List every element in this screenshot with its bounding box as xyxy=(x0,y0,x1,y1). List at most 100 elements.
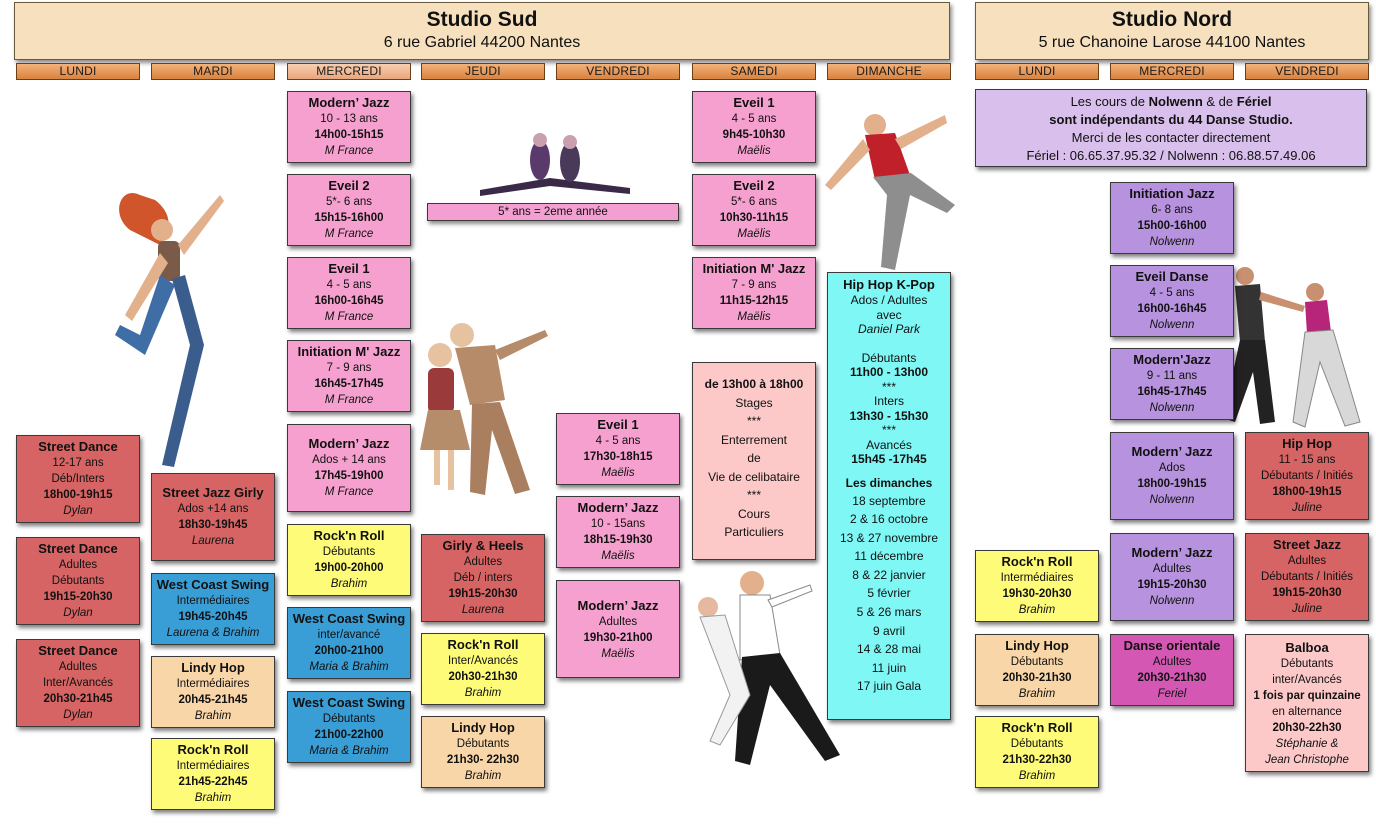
course-teacher: Laurena xyxy=(191,535,235,547)
course-card-jeudi-2[interactable]: Rock'n Roll Inter/Avancés 20h30-21h30 Br… xyxy=(421,633,545,705)
course-teacher: Nolwenn xyxy=(1149,236,1195,248)
time-avances: 15h45 -17h45 xyxy=(851,452,927,466)
course-title: Lindy Hop xyxy=(1005,638,1069,653)
course-age: Adultes xyxy=(598,616,638,628)
nord-course-card-mercredi-3[interactable]: Modern'Jazz 9 - 11 ans 16h45-17h45 Nolwe… xyxy=(1110,348,1234,420)
course-title: Hip Hop K-Pop xyxy=(843,277,935,292)
course-title: Hip Hop xyxy=(1282,436,1332,451)
course-card-lundi-3[interactable]: Street Dance Adultes Inter/Avancés 20h30… xyxy=(16,639,140,727)
course-level: Déb/Inters xyxy=(51,473,105,485)
course-age: 6- 8 ans xyxy=(1151,204,1193,216)
nord-course-card-mercredi-2[interactable]: Eveil Danse 4 - 5 ans 16h00-16h45 Nolwen… xyxy=(1110,265,1234,337)
notice-contact: Merci de les contacter directement xyxy=(1071,130,1271,145)
nord-course-card-lundi-1[interactable]: Rock'n Roll Intermédiaires 19h30-20h30 B… xyxy=(975,550,1099,622)
course-card-mercredi-1[interactable]: Modern’ Jazz 10 - 13 ans 14h00-15h15 M F… xyxy=(287,91,411,163)
course-card-mercredi-2[interactable]: Eveil 2 5*- 6 ans 15h15-16h00 M France xyxy=(287,174,411,246)
course-card-mardi-3[interactable]: Lindy Hop Intermédiaires 20h45-21h45 Bra… xyxy=(151,656,275,728)
course-title: Street Dance xyxy=(38,439,118,454)
nord-course-card-mercredi-5[interactable]: Modern’ Jazz Adultes 19h15-20h30 Nolwenn xyxy=(1110,533,1234,621)
day-header-lundi: LUNDI xyxy=(16,63,140,80)
course-title: Rock'n Roll xyxy=(1001,554,1073,569)
level-avances: Avancés xyxy=(866,437,912,452)
course-age: Ados + 14 ans xyxy=(312,454,386,466)
course-title: Modern’ Jazz xyxy=(308,95,390,110)
course-age: Adultes xyxy=(58,661,98,673)
nord-course-card-vendredi-2[interactable]: Street Jazz Adultes Débutants / Initiés … xyxy=(1245,533,1369,621)
course-card-mercredi-6[interactable]: Rock'n Roll Débutants 19h00-20h00 Brahim xyxy=(287,524,411,596)
course-level: Intermédiaires xyxy=(176,678,250,690)
course-age: 7 - 9 ans xyxy=(731,279,777,291)
course-level: Débutants xyxy=(1010,656,1064,668)
course-time: 18h15-19h30 xyxy=(583,534,653,546)
studio-sud-address: 6 rue Gabriel 44200 Nantes xyxy=(383,34,581,51)
nord-course-card-mercredi-1[interactable]: Initiation Jazz 6- 8 ans 15h00-16h00 Nol… xyxy=(1110,182,1234,254)
course-card-samedi-3[interactable]: Initiation M' Jazz 7 - 9 ans 11h15-12h15… xyxy=(692,257,816,329)
nord-course-card-lundi-3[interactable]: Rock'n Roll Débutants 21h30-22h30 Brahim xyxy=(975,716,1099,788)
course-card-mercredi-7[interactable]: West Coast Swing inter/avancé 20h00-21h0… xyxy=(287,607,411,679)
course-time: 17h45-19h00 xyxy=(314,470,384,482)
course-time: 14h00-15h15 xyxy=(314,129,384,141)
course-teacher: Brahim xyxy=(464,687,502,699)
course-card-samedi-2[interactable]: Eveil 2 5*- 6 ans 10h30-11h15 Maëlis xyxy=(692,174,816,246)
course-time: 20h00-21h00 xyxy=(314,645,384,657)
course-card-lundi-2[interactable]: Street Dance Adultes Débutants 19h15-20h… xyxy=(16,537,140,625)
swing-dancers-image xyxy=(420,323,548,495)
notice-phones: Fériel : 06.65.37.95.32 / Nolwenn : 06.8… xyxy=(1026,148,1316,163)
course-card-samedi-1[interactable]: Eveil 1 4 - 5 ans 9h45-10h30 Maëlis xyxy=(692,91,816,163)
course-card-jeudi-3[interactable]: Lindy Hop Débutants 21h30- 22h30 Brahim xyxy=(421,716,545,788)
course-time: 16h45-17h45 xyxy=(1137,386,1207,398)
course-title: Rock'n Roll xyxy=(313,528,385,543)
stages-line: *** xyxy=(746,488,761,502)
nord-course-card-lundi-2[interactable]: Lindy Hop Débutants 20h30-21h30 Brahim xyxy=(975,634,1099,706)
studio-sud-header: Studio Sud 6 rue Gabriel 44200 Nantes xyxy=(14,2,950,60)
course-teacher: Maëlis xyxy=(601,648,635,660)
course-card-dimanche-kpop[interactable]: Hip Hop K-Pop Ados / Adultes avec Daniel… xyxy=(827,272,951,720)
course-card-mercredi-8[interactable]: West Coast Swing Débutants 21h00-22h00 M… xyxy=(287,691,411,763)
course-time: 19h00-20h00 xyxy=(314,562,384,574)
splits-dancers-image xyxy=(480,133,630,196)
course-title: West Coast Swing xyxy=(156,577,270,592)
course-title: Rock'n Roll xyxy=(1001,720,1073,735)
course-level: inter/avancé xyxy=(317,629,381,641)
course-age: Adultes xyxy=(1152,563,1192,575)
nord-course-card-vendredi-3[interactable]: Balboa Débutants inter/Avancés 1 fois pa… xyxy=(1245,634,1369,772)
course-teacher: Maëlis xyxy=(737,228,771,240)
course-teacher: Dylan xyxy=(63,607,93,619)
course-card-lundi-1[interactable]: Street Dance 12-17 ans Déb/Inters 18h00-… xyxy=(16,435,140,523)
course-teacher: Brahim xyxy=(464,770,502,782)
course-title: Street Jazz xyxy=(1273,537,1341,552)
street-dancer-image xyxy=(115,193,224,467)
course-title: Modern’ Jazz xyxy=(577,598,659,613)
date-item: 9 avril xyxy=(872,623,905,638)
course-level: Débutants xyxy=(1010,738,1064,750)
course-card-mardi-4[interactable]: Rock'n Roll Intermédiaires 21h45-22h45 B… xyxy=(151,738,275,810)
course-teacher: M France xyxy=(324,394,374,406)
nord-course-card-vendredi-1[interactable]: Hip Hop 11 - 15 ans Débutants / Initiés … xyxy=(1245,432,1369,520)
course-card-samedi-4[interactable]: de 13h00 à 18h00 Stages *** Enterrement … xyxy=(692,362,816,560)
course-time: 19h15-20h30 xyxy=(1137,579,1207,591)
course-age: 4 - 5 ans xyxy=(731,113,777,125)
course-card-vendredi-2[interactable]: Modern’ Jazz 10 - 15ans 18h15-19h30 Maël… xyxy=(556,496,680,568)
course-card-mercredi-5[interactable]: Modern’ Jazz Ados + 14 ans 17h45-19h00 M… xyxy=(287,424,411,512)
course-card-mardi-1[interactable]: Street Jazz Girly Ados +14 ans 18h30-19h… xyxy=(151,473,275,561)
course-card-mercredi-3[interactable]: Eveil 1 4 - 5 ans 16h00-16h45 M France xyxy=(287,257,411,329)
nord-course-card-mercredi-4[interactable]: Modern’ Jazz Ados 18h00-19h15 Nolwenn xyxy=(1110,432,1234,520)
course-title: Modern’ Jazz xyxy=(308,436,390,451)
nord-course-card-mercredi-6[interactable]: Danse orientale Adultes 20h30-21h30 Feri… xyxy=(1110,634,1234,706)
course-card-jeudi-1[interactable]: Girly & Heels Adultes Déb / inters 19h15… xyxy=(421,534,545,622)
course-title: Street Dance xyxy=(38,541,118,556)
jeudi-note-banner: 5* ans = 2eme année xyxy=(427,203,679,221)
course-teacher: Nolwenn xyxy=(1149,402,1195,414)
course-card-vendredi-1[interactable]: Eveil 1 4 - 5 ans 17h30-18h15 Maëlis xyxy=(556,413,680,485)
notice-text: Les cours de xyxy=(1070,94,1149,109)
course-card-mercredi-4[interactable]: Initiation M' Jazz 7 - 9 ans 16h45-17h45… xyxy=(287,340,411,412)
course-card-mardi-2[interactable]: West Coast Swing Intermédiaires 19h45-20… xyxy=(151,573,275,645)
course-age: 10 - 13 ans xyxy=(320,113,378,125)
course-title: West Coast Swing xyxy=(292,611,406,626)
course-teacher: Maëlis xyxy=(601,550,635,562)
course-card-vendredi-3[interactable]: Modern’ Jazz Adultes 19h30-21h00 Maëlis xyxy=(556,580,680,678)
course-teacher: Brahim xyxy=(1018,770,1056,782)
course-title: Eveil 1 xyxy=(597,417,639,432)
course-teacher: Stéphanie & xyxy=(1275,738,1339,750)
course-age: Adultes xyxy=(58,559,98,571)
